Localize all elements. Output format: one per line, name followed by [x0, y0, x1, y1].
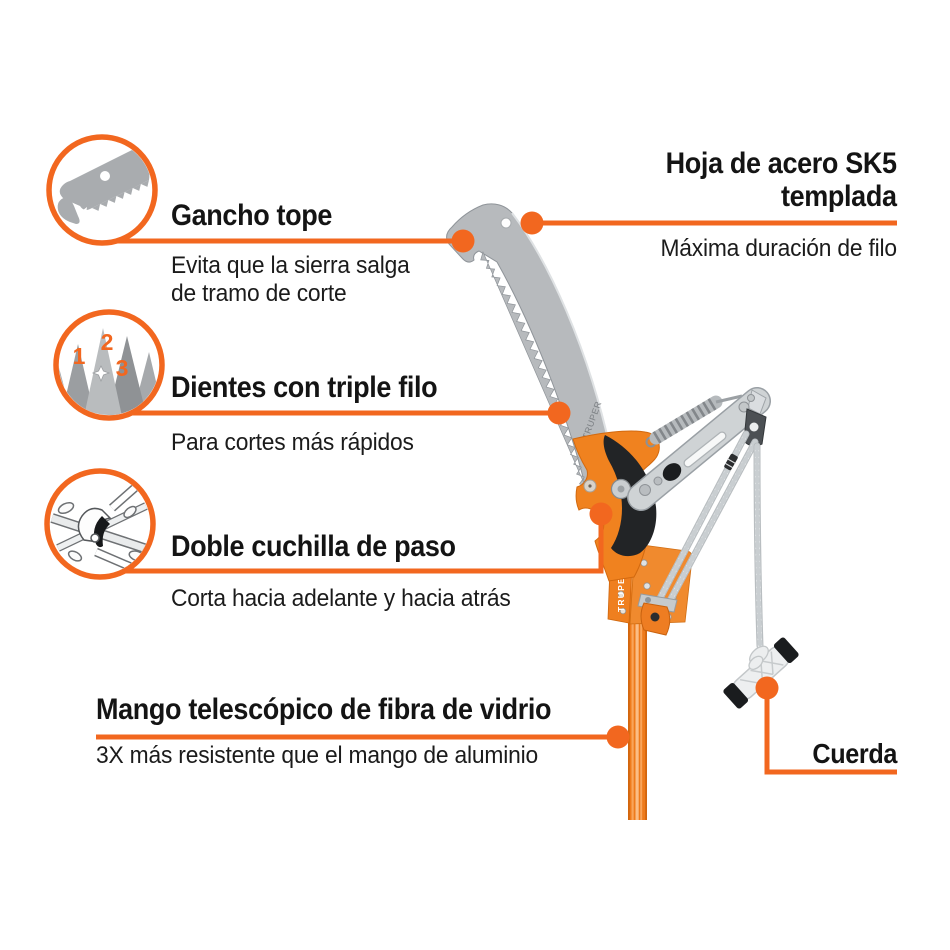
- gancho-desc-line2: de tramo de corte: [171, 280, 347, 307]
- doble-title: Doble cuchilla de paso: [171, 530, 456, 563]
- cuerda-title: Cuerda: [812, 738, 897, 769]
- dientes-title: Dientes con triple filo: [171, 371, 438, 404]
- hook-stop-icon: [46, 134, 158, 246]
- lever-arm: [627, 387, 771, 511]
- saw-teeth: [480, 250, 591, 498]
- rope-anchor-bracket: [637, 593, 678, 636]
- callout-dots: [451, 211, 779, 749]
- gancho-title: Gancho tope: [171, 199, 333, 232]
- gancho-desc-line1: Evita que la sierra salga: [171, 252, 410, 279]
- dientes-dot: [547, 401, 571, 425]
- rope-handle: [723, 637, 799, 709]
- rope-ferrule: [724, 453, 738, 471]
- doble-dot: [589, 502, 613, 526]
- tooth-number-3: 3: [116, 355, 129, 381]
- mango-title: Mango telescópico de fibra de vidrio: [96, 693, 552, 726]
- hoja-desc: Máxima duración de filo: [660, 235, 898, 262]
- gancho-desc: Evita que la sierra salga de tramo de co…: [171, 252, 410, 308]
- mango-dot: [606, 725, 630, 749]
- cuerda-dot: [755, 676, 779, 700]
- doble-desc: Corta hacia adelante y hacia atrás: [171, 585, 511, 612]
- hoja-title-line2: templada: [781, 180, 897, 213]
- dientes-desc: Para cortes más rápidos: [171, 429, 414, 456]
- mango-desc: 3X más resistente que el mango de alumin…: [96, 742, 538, 769]
- tooth-number-2: 2: [101, 329, 114, 355]
- bypass-blade-icon: [44, 468, 156, 580]
- cuerda-line: [764, 688, 897, 775]
- brand-text-clamp: TRUPER: [616, 570, 626, 612]
- hoja-title-line1: Hoja de acero SK5: [666, 147, 897, 180]
- return-spring: [649, 394, 743, 445]
- triple-edge-teeth-icon: 1 2 3: [53, 309, 165, 421]
- gancho-dot: [451, 229, 475, 253]
- hoja-title: Hoja de acero SK5 templada: [666, 147, 897, 213]
- blade-tip-hole: [500, 217, 512, 229]
- hoja-dot: [520, 211, 544, 235]
- pruner-head: [572, 387, 771, 582]
- saw-blade: TRUPER: [446, 203, 623, 499]
- tooth-number-1: 1: [73, 343, 86, 369]
- rope: [653, 430, 764, 650]
